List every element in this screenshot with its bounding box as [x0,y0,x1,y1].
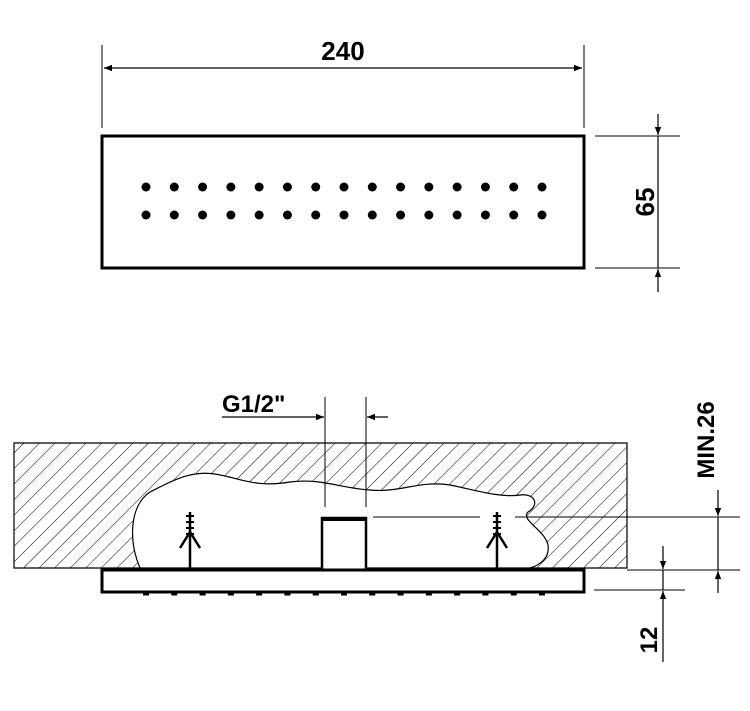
nozzle-dot [282,182,292,192]
nozzle-dot [537,210,547,220]
nozzle-dot [396,210,406,220]
nozzle-grid [141,182,547,220]
nozzle-tip [284,593,291,596]
nozzle-tip [369,593,376,596]
nozzle-dot [141,210,151,220]
nozzle-dot [367,182,377,192]
nozzle-tip [227,593,234,596]
nozzle-tip [199,593,206,596]
nozzle-tip [482,593,489,596]
top-view: 240 65 [100,36,680,292]
height-label: 65 [630,188,660,217]
wall-anchor-left [178,512,202,568]
width-label: 240 [321,36,364,66]
nozzle-dot [452,210,462,220]
nozzle-dot [169,182,179,192]
nozzle-dot [254,182,264,192]
side-view: G1/2" MIN.26 12 [13,391,740,662]
nozzle-dot [311,210,321,220]
shower-plate [100,568,586,594]
nozzle-tip [143,593,149,596]
nozzle-tip [312,593,319,596]
nozzle-dot [339,210,349,220]
nozzle-dot [509,210,519,220]
wall-section [13,442,628,569]
nozzle-tip [425,593,432,596]
nozzle-dot [537,182,547,192]
wall-anchor-right [485,512,509,568]
nozzle-dot [226,210,236,220]
depth-label: MIN.26 [693,401,720,478]
nozzle-tip [397,593,404,596]
nozzle-dot [480,182,490,192]
nozzle-dot [424,182,434,192]
nozzle-dot [396,182,406,192]
nozzle-dot [226,182,236,192]
nozzle-dot [452,182,462,192]
nozzle-tip [454,593,461,596]
nozzle-tip [539,593,545,596]
nozzle-tip [256,593,263,596]
nozzle-dot [480,210,490,220]
nozzle-dot [198,210,208,220]
nozzle-dot [509,182,519,192]
nozzle-dot [141,182,151,192]
nozzle-tip [171,593,178,596]
shower-head-outline [100,134,586,270]
nozzle-dot [367,210,377,220]
nozzle-dot [254,210,264,220]
nozzle-dot [169,210,179,220]
inlet-pipe [320,516,368,572]
nozzle-dot [198,182,208,192]
nozzle-tip [510,593,517,596]
thread-label: G1/2" [222,391,285,418]
nozzle-dot [339,182,349,192]
thickness-label: 12 [636,627,663,654]
nozzle-dot [424,210,434,220]
nozzle-tip [341,593,347,596]
nozzle-dot [282,210,292,220]
nozzle-row [143,593,545,596]
nozzle-dot [311,182,321,192]
